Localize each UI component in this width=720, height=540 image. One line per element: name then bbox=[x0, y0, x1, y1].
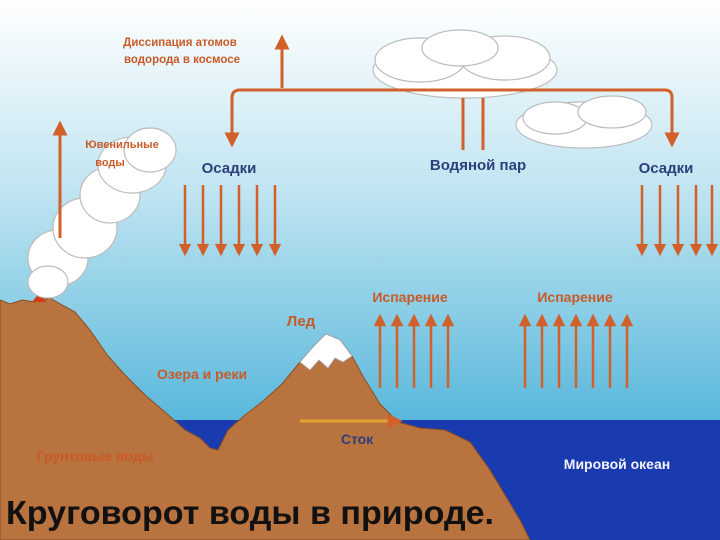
evaporation-arrows-1 bbox=[373, 313, 455, 388]
ice-label: Лед bbox=[287, 313, 316, 330]
diagram-title: Круговорот воды в природе. bbox=[6, 494, 494, 531]
precipitation-arrows-right bbox=[635, 185, 719, 257]
evaporation-label-2: Испарение bbox=[537, 289, 612, 305]
volcano-plume-cloud bbox=[27, 127, 177, 299]
evaporation-label-1: Испарение bbox=[372, 289, 447, 305]
cloud-connector-arrow bbox=[224, 88, 680, 148]
water-vapor-label: Водяной пар bbox=[430, 157, 526, 174]
cloud-large bbox=[372, 29, 558, 99]
world-ocean-label: Мировой океан bbox=[564, 456, 670, 472]
dissipation-label-line1: Диссипация атомов bbox=[123, 37, 237, 49]
lakes-rivers-label: Озера и реки bbox=[157, 366, 247, 382]
arrow-system bbox=[52, 34, 680, 238]
precipitation-right-label: Осадки bbox=[639, 160, 694, 177]
precipitation-left-label: Осадки bbox=[202, 160, 257, 177]
juvenile-label-line1: Ювенильные bbox=[85, 139, 158, 151]
snow-cap bbox=[299, 333, 353, 371]
evaporation-arrows-2 bbox=[518, 313, 634, 388]
volcano-vent bbox=[32, 292, 46, 302]
juvenile-label-line2: воды bbox=[95, 157, 125, 169]
runoff-label: Сток bbox=[341, 431, 374, 447]
land-mass bbox=[0, 297, 531, 540]
groundwater-label: Грунтовые воды bbox=[36, 448, 153, 464]
precipitation-arrows-left bbox=[178, 185, 282, 257]
dissipation-label-line2: водорода в космосе bbox=[124, 54, 240, 66]
